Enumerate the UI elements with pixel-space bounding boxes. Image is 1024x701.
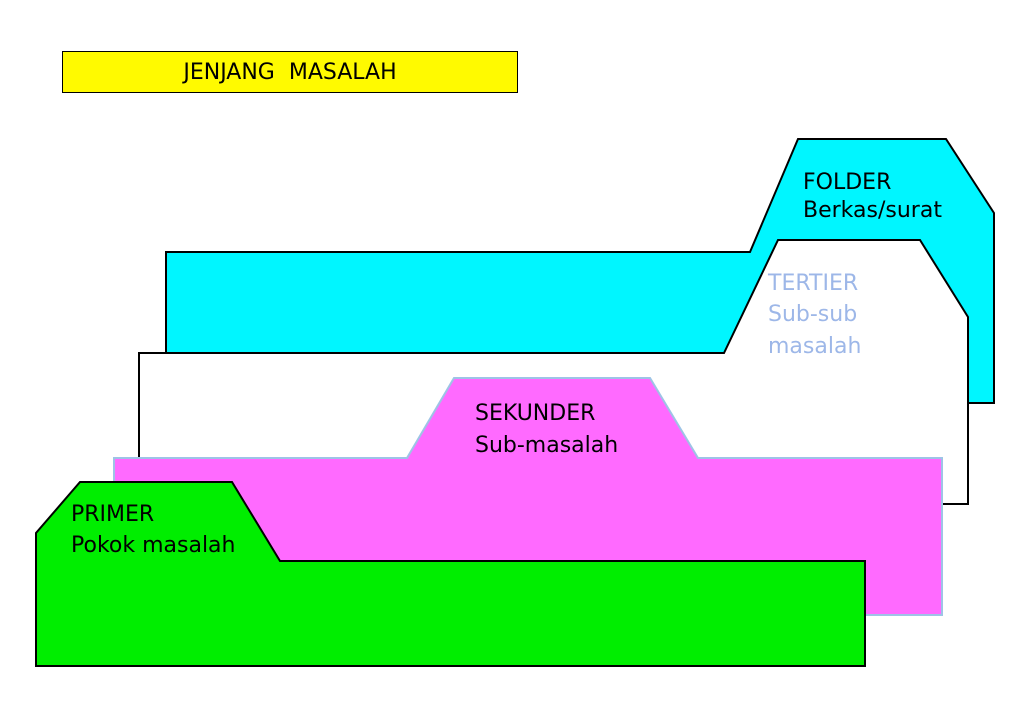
sekunder-desc: Sub-masalah [475, 433, 618, 458]
tertier-name: TERTIER [767, 271, 858, 296]
primer-desc: Pokok masalah [71, 533, 235, 558]
primer-name: PRIMER [71, 502, 154, 527]
diagram-title: JENJANG MASALAH [62, 51, 518, 93]
sekunder-name: SEKUNDER [475, 401, 595, 426]
primer-shape [35, 481, 866, 667]
folder-name: FOLDER [803, 170, 891, 195]
tertier-desc-line1: Sub-sub [768, 302, 857, 327]
folder-desc: Berkas/surat [803, 198, 942, 223]
tertier-desc-line2: masalah [768, 334, 861, 359]
